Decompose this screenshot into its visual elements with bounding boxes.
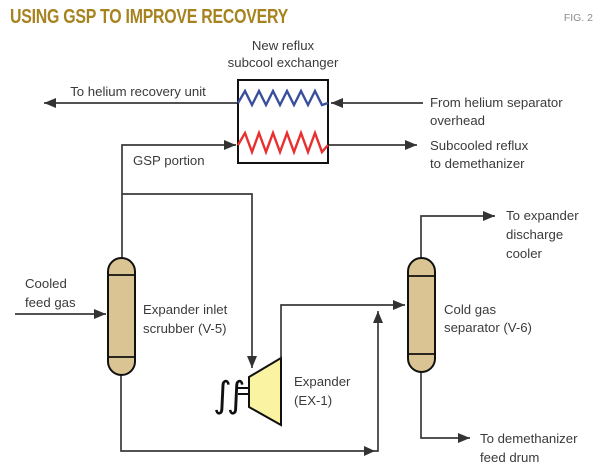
- expander-label: (EX-1): [294, 393, 332, 408]
- vessel-v6-label: separator (V-6): [444, 320, 532, 335]
- stream-label-subcooled-reflux: Subcooled reflux: [430, 138, 529, 153]
- stream-label-to-discharge-cooler: To expander: [506, 208, 579, 223]
- vessel-v6-label: Cold gas: [444, 302, 496, 317]
- stream-line-to-demethanizer: [420, 372, 470, 443]
- stream-label-to-discharge-cooler: cooler: [506, 246, 543, 261]
- shaft-break-icon: ∫∫: [213, 375, 244, 416]
- stream-label-from-helium-separator: From helium separator: [430, 95, 563, 110]
- vessel-v6: [407, 257, 436, 373]
- reflux-subcool-exchanger: New reflux subcool exchanger: [228, 38, 339, 164]
- expander-label: Expander: [294, 374, 351, 389]
- figure-label: FIG. 2: [564, 12, 593, 24]
- page-title: USING GSP TO IMPROVE RECOVERY: [10, 6, 289, 28]
- stream-label-subcooled-reflux: to demethanizer: [430, 156, 525, 171]
- vessel-v5: [107, 257, 136, 376]
- vessel-v5-label: scrubber (V-5): [143, 321, 227, 336]
- stream-label-cooled-feed-gas: Cooled: [25, 276, 67, 291]
- stream-line-expander-outlet: [280, 300, 405, 357]
- expander-symbol: [248, 356, 282, 427]
- stream-label-from-helium-separator: overhead: [430, 113, 485, 128]
- stream-label-cooled-feed-gas: feed gas: [25, 295, 76, 310]
- hot-stream-coil: [236, 129, 329, 156]
- stream-line-gsp-portion: [121, 140, 236, 258]
- cold-stream-coil: [236, 88, 329, 108]
- stream-label-to-discharge-cooler: discharge: [506, 227, 563, 242]
- stream-line-expander-inlet: [122, 193, 257, 368]
- stream-label-gsp-portion: GSP portion: [133, 153, 205, 168]
- stream-line-to-discharge-cooler: [420, 211, 495, 258]
- stream-label-to-demethanizer: feed drum: [480, 450, 539, 465]
- vessel-v5-label: Expander inlet: [143, 302, 228, 317]
- stream-label-to-demethanizer: To demethanizer: [480, 431, 578, 446]
- exchanger-label: subcool exchanger: [228, 55, 339, 70]
- stream-label-to-helium-recovery: To helium recovery unit: [70, 84, 206, 99]
- expander: ∫∫ Expander (EX-1): [213, 356, 351, 427]
- expander-inlet-scrubber: Expander inlet scrubber (V-5): [107, 257, 228, 376]
- cold-gas-separator: Cold gas separator (V-6): [407, 257, 532, 373]
- exchanger-label: New reflux: [252, 38, 315, 53]
- stream-line-scrubber-bottoms: [120, 311, 383, 452]
- junction-arrowhead: [364, 446, 375, 456]
